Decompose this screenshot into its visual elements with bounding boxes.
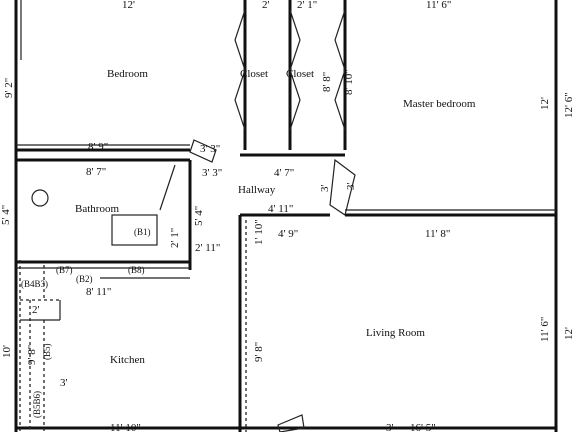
living-room-door [277, 414, 305, 432]
room-bedroom: Bedroom [107, 68, 148, 80]
room-kitchen: Kitchen [110, 354, 145, 366]
room-hallway: Hallway [238, 184, 276, 196]
room-master-bedroom: Master bedroom [403, 98, 476, 110]
dim-lr-11-6: 11' 6" [539, 317, 551, 342]
code-k-b8: (B8) [128, 265, 145, 275]
room-closet-right: Closet [286, 68, 314, 80]
bathroom-fixtures [31, 189, 158, 246]
room-bathroom: Bathroom [75, 203, 119, 215]
dim-hall-3-3b: 3' 3" [202, 167, 222, 179]
dim-hall-3-3a: 3' 3" [200, 143, 220, 155]
dim-k-2: 2' [32, 304, 40, 316]
dim-bottom-3: 3' [386, 422, 394, 432]
code-k-b4b3: (B4B3) [21, 279, 48, 289]
dim-bottom-11-10: 11' 10" [110, 422, 141, 432]
code-k-b5: (B5) [42, 344, 52, 361]
dim-hall-2-11: 2' 11" [195, 242, 220, 254]
dim-closet-right-top: 2' 1" [297, 0, 317, 11]
dim-right-12: 12' [539, 97, 551, 110]
dim-lr-11-8: 11' 8" [425, 228, 450, 240]
dim-k-9-8: 9' 8" [26, 345, 38, 365]
dim-lr-1-10: 1' 10" [253, 219, 265, 245]
room-living-room: Living Room [366, 327, 425, 339]
dim-left-5-4: 5' 4" [0, 205, 12, 225]
hallway-doors [159, 139, 356, 216]
kitchen-cabinets [19, 260, 190, 432]
dim-bath-2-1: 2' 1" [169, 228, 181, 248]
dim-hall-3b: 3' [345, 183, 357, 191]
dim-right-12b: 12' [563, 327, 575, 340]
dim-hall-3a: 3' [319, 185, 331, 193]
dim-bottom-16-5: 16' 5" [410, 422, 436, 432]
code-k-b7: (B7) [56, 265, 73, 275]
dim-closet-8-10: 8' 10" [343, 69, 355, 95]
closet-doors [234, 9, 346, 131]
code-k-b2: (B2) [76, 274, 93, 284]
dim-right-12-6: 12' 6" [563, 92, 575, 118]
dim-lr-4-9: 4' 9" [278, 228, 298, 240]
dim-hall-5-4: 5' 4" [193, 206, 205, 226]
dim-left-9-2: 9' 2" [3, 78, 15, 98]
code-k-b5b6: (B5B6) [32, 391, 42, 418]
room-closet-left: Closet [240, 68, 268, 80]
dim-lr-9-8: 9' 8" [253, 342, 265, 362]
dim-closet-8-8: 8' 8" [321, 72, 333, 92]
dim-hall-4-11: 4' 11" [268, 203, 293, 215]
dim-k-3: 3' [60, 377, 68, 389]
dim-k-8-11: 8' 11" [86, 286, 111, 298]
dim-bath-8-7: 8' 7" [86, 166, 106, 178]
dim-bed-8-9: 8' 9" [88, 141, 108, 153]
dim-master-top: 11' 6" [426, 0, 451, 11]
code-bath-b1: (B1) [134, 227, 151, 237]
walls [14, 0, 558, 432]
dim-closet-left-top: 2' [262, 0, 270, 11]
dim-bedroom-top: 12' [122, 0, 135, 11]
dim-left-10: 10' [1, 345, 13, 358]
dim-hall-4-7: 4' 7" [274, 167, 294, 179]
